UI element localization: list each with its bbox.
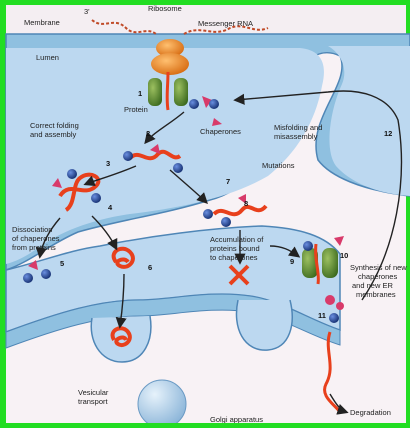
step-3: 3 [106,159,110,168]
step-1: 1 [138,89,142,98]
label-ribosome: Ribosome [148,4,182,13]
label-synthesis-4: membranes [356,290,396,299]
step-8: 8 [244,199,248,208]
label-protein: Protein [124,105,148,114]
step-2: 2 [146,129,150,138]
label-lumen: Lumen [36,53,59,62]
label-dissociation-1: Dissociation [12,225,52,234]
label-chaperones: Chaperones [200,127,241,136]
transport-vesicle [138,380,186,423]
label-mutations: Mutations [262,161,295,170]
step-5: 5 [60,259,64,268]
label-vesicular-2: transport [78,397,109,406]
ribosome-large-subunit [151,53,189,75]
label-synthesis-1: Synthesis of new [350,263,407,272]
label-accumulation-1: Accumulation of [210,235,264,244]
step-11: 11 [318,311,326,320]
step-9: 9 [290,257,294,266]
nascent-protein [167,72,168,110]
translocon-left [148,78,162,106]
label-accumulation-2: proteins bound [210,244,260,253]
step-10: 10 [340,251,348,260]
label-accumulation-3: to chaperones [210,253,258,262]
label-synthesis-2: chaperones [358,272,397,281]
label-golgi: Golgi apparatus [210,415,263,423]
label-3-prime: 3' [84,7,90,16]
label-misfolding-1: Misfolding and [274,123,322,132]
label-correct-folding-1: Correct folding [30,121,79,130]
label-degradation: Degradation [350,408,391,417]
step-7: 7 [226,177,230,186]
translocon-right [174,78,188,106]
label-dissociation-2: of chaperones [12,234,60,243]
label-dissociation-3: from proteins [12,243,56,252]
label-synthesis-3: and new ER [352,281,393,290]
label-correct-folding-2: and assembly [30,130,77,139]
label-misfolding-2: misassembly [274,132,318,141]
label-messenger-rna: Messenger RNA [198,19,253,28]
step-6: 6 [148,263,152,272]
label-membrane: Membrane [24,18,60,27]
step-12: 12 [384,129,392,138]
label-vesicular-1: Vesicular [78,388,109,397]
